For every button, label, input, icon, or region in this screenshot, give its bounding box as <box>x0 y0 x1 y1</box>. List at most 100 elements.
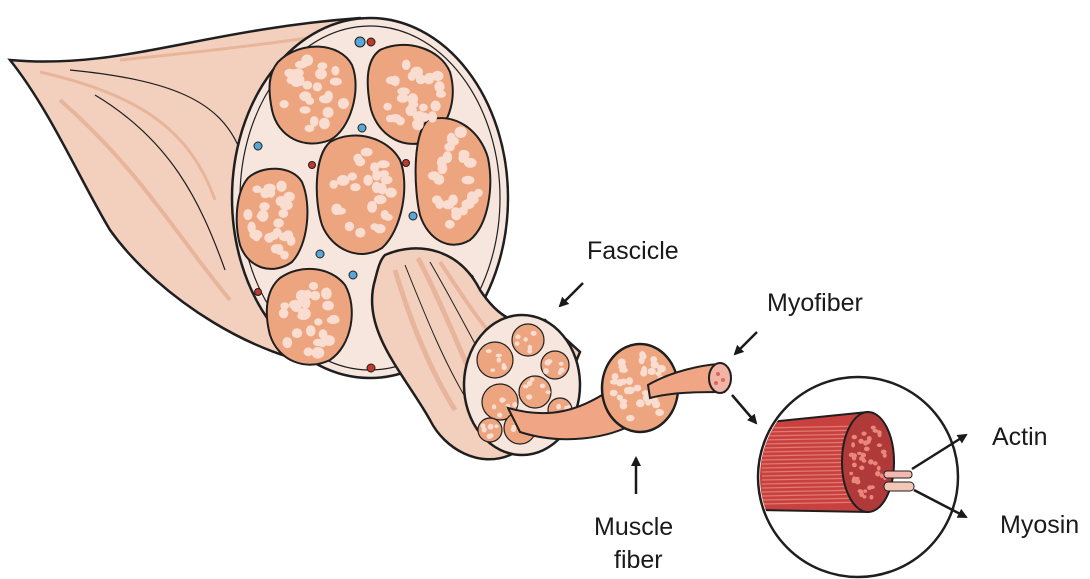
fiber-dot <box>292 328 302 338</box>
fiber-dot <box>645 399 651 406</box>
fiber-dot <box>379 170 389 178</box>
fiber-dot <box>556 404 561 410</box>
fiber-dot <box>502 363 506 368</box>
fiber-dot <box>431 101 441 112</box>
fiber-dot <box>383 103 391 111</box>
fiber-dot <box>621 379 627 385</box>
fiber-dot <box>487 434 492 439</box>
fiber-dot <box>636 399 645 407</box>
fiber-dot <box>428 171 440 180</box>
fiber-dot <box>858 489 863 493</box>
fiber-dot <box>385 188 396 198</box>
fiber-dot <box>363 175 372 186</box>
fiber-dot <box>402 60 411 71</box>
fiber-dot <box>860 457 865 461</box>
fiber-dot <box>338 98 349 109</box>
fiber-dot <box>374 195 387 204</box>
fiber-dot <box>322 301 334 311</box>
fiber-dot <box>875 471 880 476</box>
fiber-dot <box>243 209 252 220</box>
fiber-dot <box>626 377 633 385</box>
zoom-arrow <box>732 395 756 423</box>
fiber-dot <box>451 207 460 214</box>
fiber-dot <box>849 472 853 475</box>
fiber-dot <box>396 117 405 126</box>
fiber-dot <box>321 288 332 300</box>
fiber-dot <box>355 228 365 238</box>
fiber-dot <box>610 379 618 384</box>
fiber-dot <box>859 466 864 470</box>
fiber-dot <box>639 351 645 359</box>
fiber-dot <box>851 453 857 458</box>
fiber-dot <box>330 180 338 189</box>
fiber-dot <box>857 452 862 455</box>
fiber-dot <box>299 91 311 101</box>
fiber-dot <box>276 196 288 206</box>
fiber-dot <box>421 113 430 122</box>
fiber-dot <box>543 368 549 374</box>
fiber-dot <box>280 251 288 260</box>
fiber-dot <box>280 100 289 108</box>
muscle-fiber-label-line1: Muscle <box>594 513 673 541</box>
fiber-dot <box>870 485 875 489</box>
fiber-dot <box>319 118 330 130</box>
fiber-dot <box>323 335 335 346</box>
fiber-dot <box>540 384 546 389</box>
fiber-dot <box>494 424 498 428</box>
fiber-dot <box>315 68 327 79</box>
fiber-bundle <box>477 342 513 378</box>
fiber-dot <box>419 104 428 112</box>
fiber-dot <box>545 390 550 394</box>
fiber-dot <box>314 318 322 325</box>
fiber-dot <box>397 94 409 103</box>
fiber-dot <box>883 453 887 458</box>
fiber-dot <box>432 195 442 204</box>
fiber-dot <box>406 105 417 116</box>
fiber-dot <box>304 347 313 356</box>
fiber-dot <box>864 447 870 452</box>
fiber-dot <box>280 302 289 309</box>
fiber-dot <box>462 176 475 185</box>
fiber-dot <box>309 282 318 290</box>
zoom-circle <box>754 377 958 577</box>
fiber-dot <box>381 210 389 220</box>
fiber-dot <box>861 432 866 436</box>
fiber-dot <box>626 415 634 421</box>
fiber-dot <box>271 244 281 253</box>
fiber-dot <box>455 127 467 138</box>
fiber-dot <box>361 148 373 157</box>
fiber-dot <box>258 210 269 222</box>
fiber-dot <box>437 157 447 169</box>
fiber-dot <box>488 424 494 430</box>
fiber-dot <box>851 442 855 447</box>
fiber-dot <box>313 339 324 346</box>
fiber-dot <box>648 368 656 375</box>
fiber-dot <box>331 204 342 215</box>
fiber-dot <box>264 233 274 243</box>
fiber-dot <box>526 394 532 399</box>
fiber-dot <box>354 154 363 163</box>
fiber-dot <box>331 66 339 76</box>
fiber-dot <box>523 337 527 341</box>
fiber-dot <box>612 373 619 380</box>
fiber-dot <box>386 76 398 84</box>
fiber-dot <box>259 202 269 211</box>
fiber-dot <box>278 209 288 218</box>
myosin-filament <box>884 482 914 491</box>
fiber-dot <box>444 143 455 152</box>
fiber-dot <box>523 384 529 388</box>
fiber-dot <box>310 291 320 301</box>
fiber-dot <box>313 82 322 91</box>
muscle-fiber-label-line2: fiber <box>614 546 663 574</box>
fiber-dot <box>497 413 502 418</box>
fiber-dot <box>273 219 284 228</box>
fiber-dot <box>854 478 858 483</box>
fascicle-label: Fascicle <box>587 237 679 265</box>
fiber-dot <box>372 182 381 193</box>
fiber-dot <box>445 220 455 229</box>
fiber-dot <box>337 175 350 186</box>
fiber-dot <box>323 107 334 118</box>
fiber-dot <box>329 315 339 322</box>
fiber-dot <box>377 160 390 168</box>
fiber-dot <box>515 342 520 346</box>
